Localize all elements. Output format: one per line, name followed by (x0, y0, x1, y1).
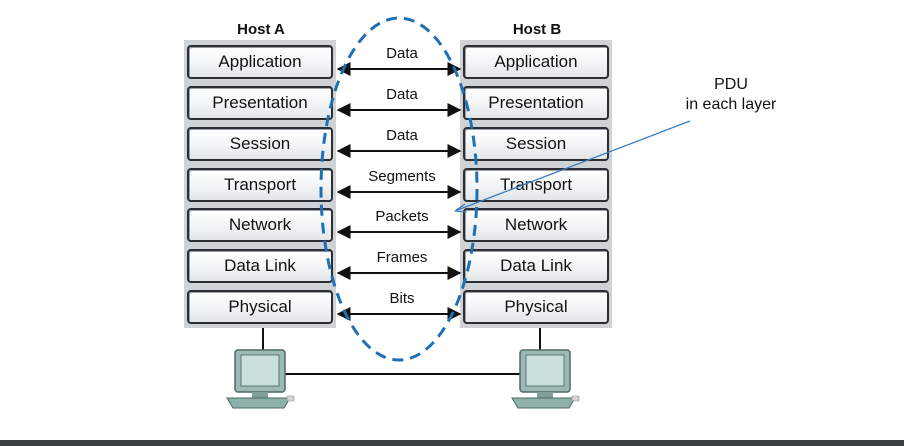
callout-line-2: in each layer (685, 96, 777, 113)
host-b-layer-application: Application (463, 45, 609, 79)
host-a-layer-transport: Transport (187, 168, 333, 202)
host-b-title: Host B (512, 21, 562, 38)
host-b-layer-network: Network (463, 208, 609, 242)
pdu-callout: PDU in each layer (641, 75, 821, 115)
bottom-bar (0, 440, 904, 446)
host-a-computer-icon (226, 349, 295, 409)
host-a-layer-network: Network (187, 208, 333, 242)
pdu-label-physical: Bits (389, 290, 415, 307)
callout-line-1: PDU (714, 76, 748, 93)
pdu-label-presentation: Data (386, 86, 418, 103)
host-a-layer-data-link: Data Link (187, 249, 333, 283)
pdu-label-application: Data (386, 45, 418, 62)
host-a-layer-physical: Physical (187, 290, 333, 324)
host-a-layer-session: Session (187, 127, 333, 161)
pdu-label-session: Data (386, 127, 418, 144)
host-a-layer-application: Application (187, 45, 333, 79)
host-b-layer-session: Session (463, 127, 609, 161)
pdu-label-network: Packets (375, 208, 429, 225)
host-b-layer-data-link: Data Link (463, 249, 609, 283)
host-a-title: Host A (237, 21, 285, 38)
host-a-layer-presentation: Presentation (187, 86, 333, 120)
host-b-layer-presentation: Presentation (463, 86, 609, 120)
callout-leader-arrowhead (454, 203, 467, 213)
peer-arrows (336, 62, 462, 321)
pdu-highlight-ellipse (319, 16, 479, 362)
host-b-layer-physical: Physical (463, 290, 609, 324)
pdu-label-transport: Segments (368, 168, 436, 185)
pdu-label-data-link: Frames (376, 249, 428, 266)
host-b-layer-transport: Transport (463, 168, 609, 202)
host-b-computer-icon (511, 349, 580, 409)
callout-leader-line (454, 120, 691, 212)
